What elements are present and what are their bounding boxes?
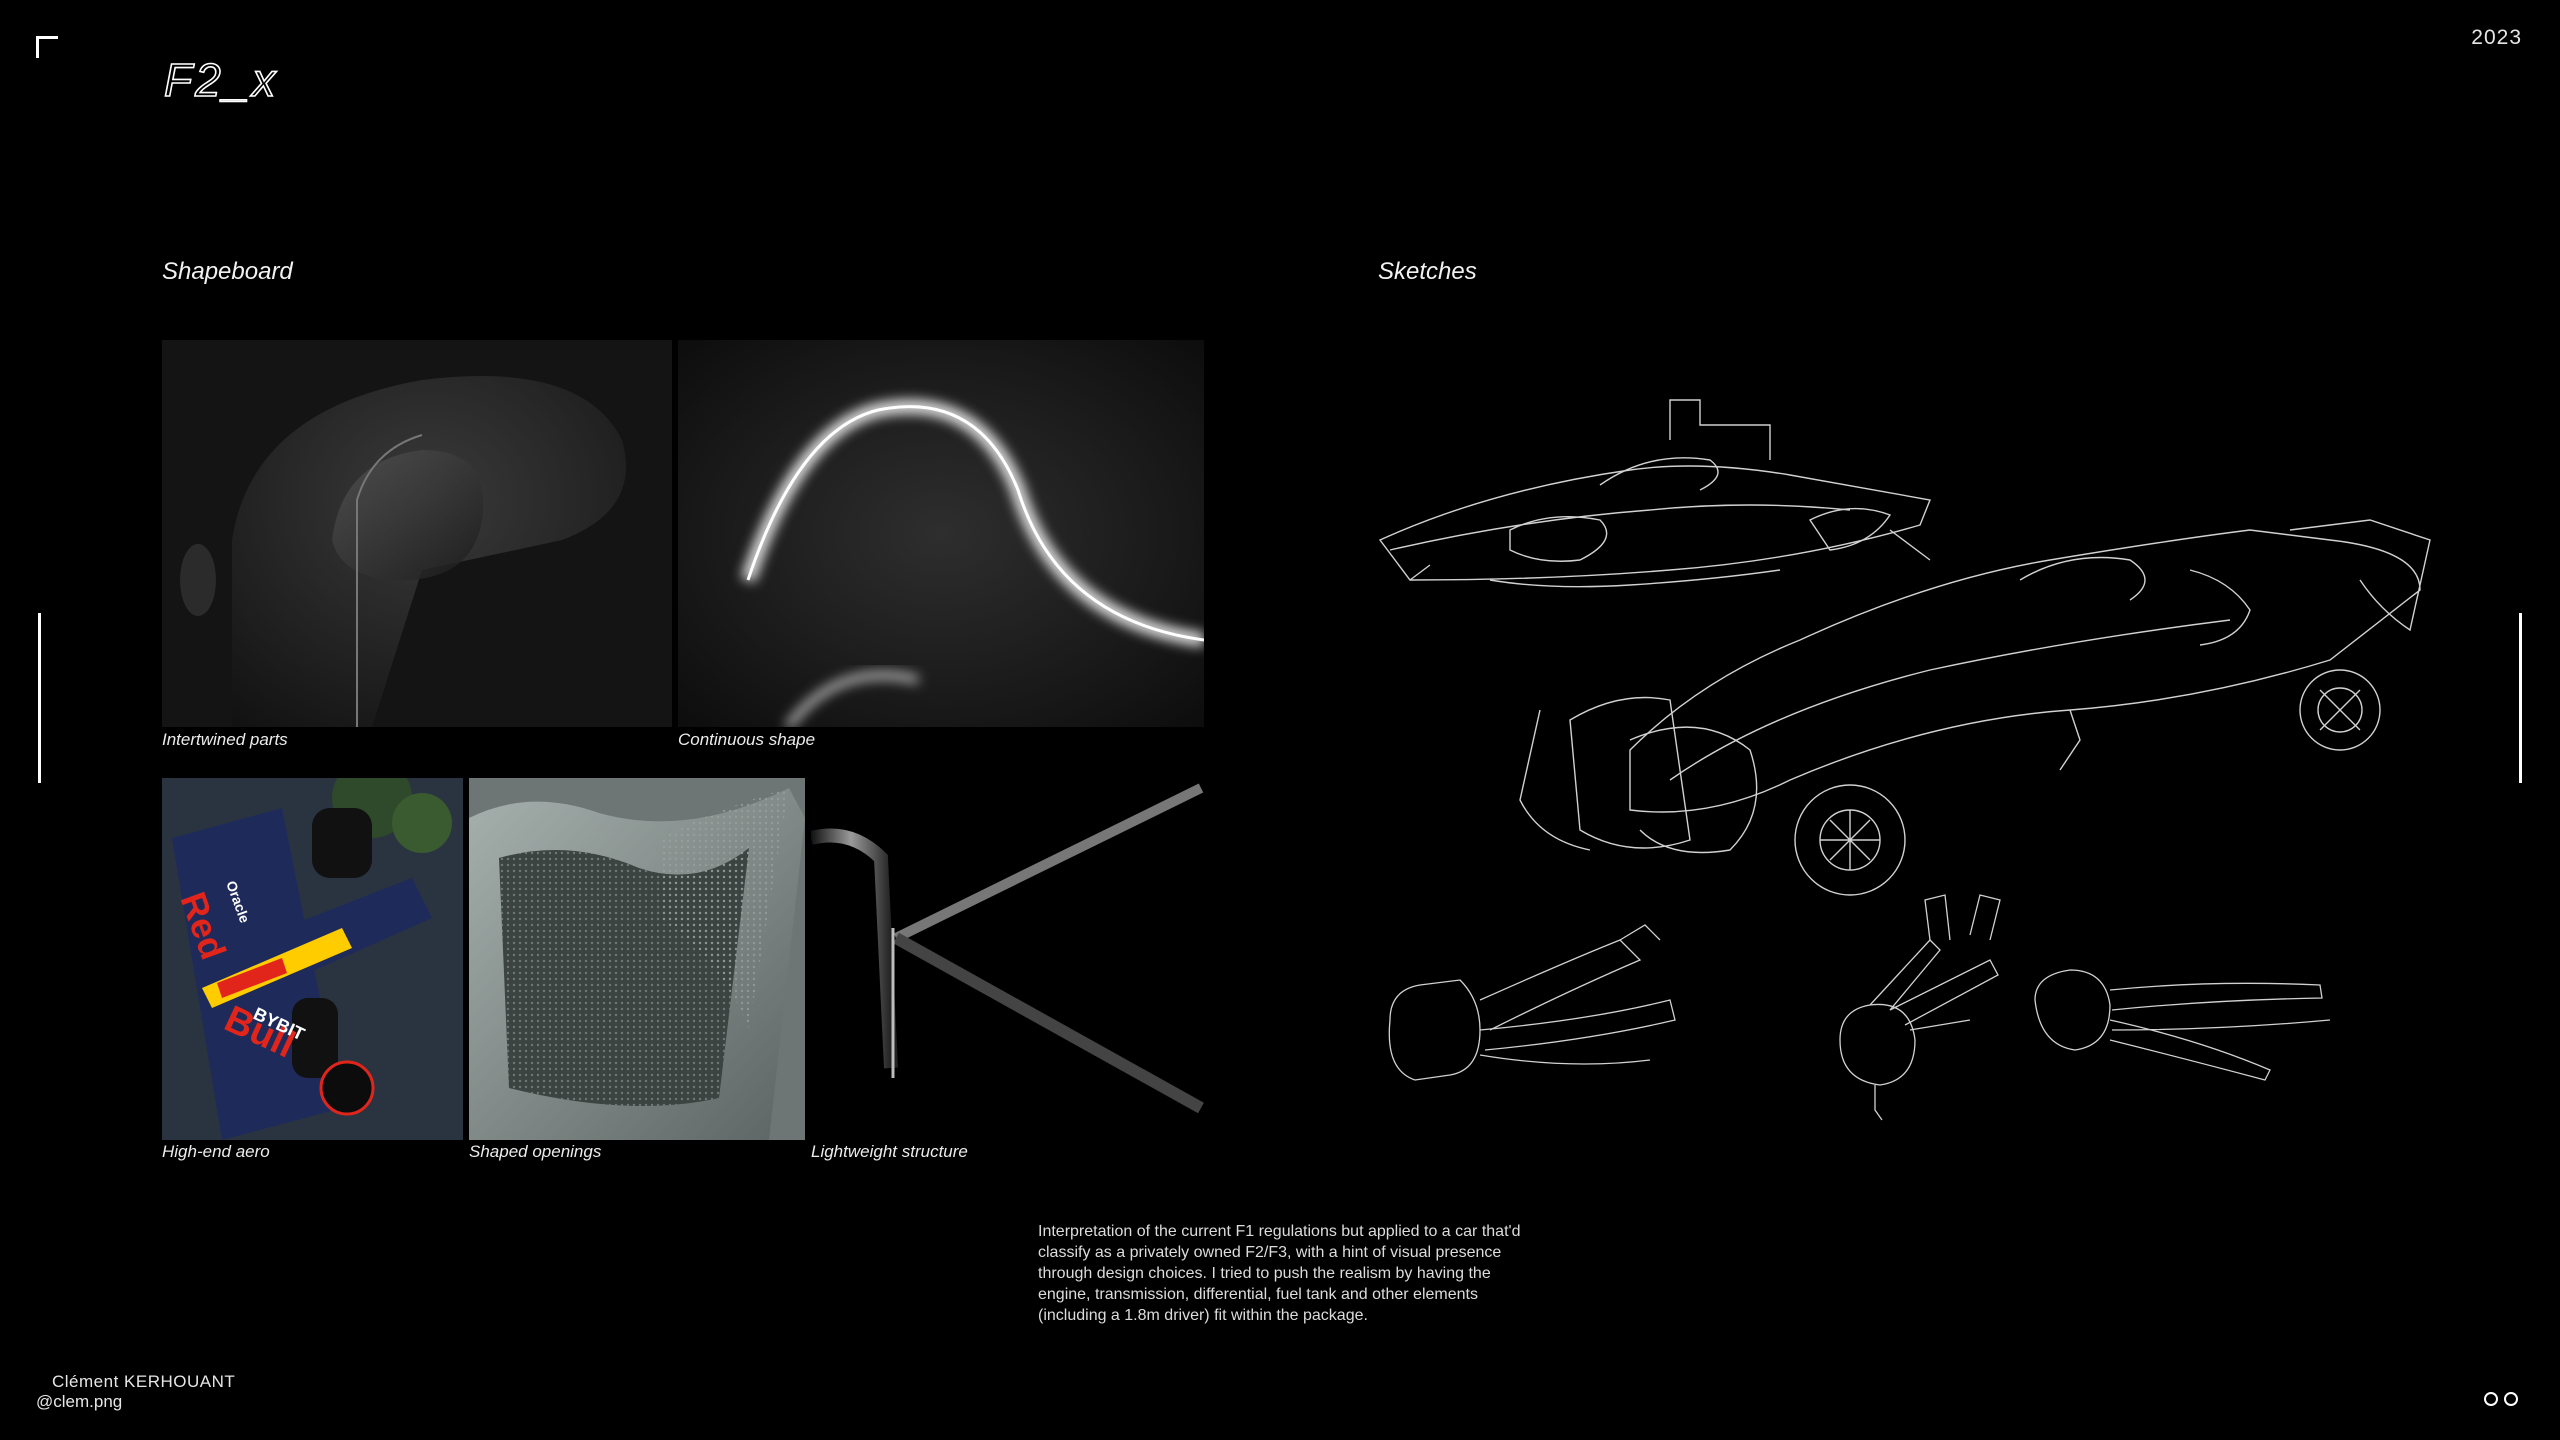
year-label: 2023 <box>2471 26 2522 49</box>
author-handle[interactable]: @clem.png <box>36 1392 123 1411</box>
tile-shaped-openings[interactable] <box>469 778 805 1140</box>
project-description: Interpretation of the current F1 regulat… <box>1038 1223 1521 1324</box>
sketch-engine-left <box>1388 924 1676 1081</box>
logo-svg: F2_x <box>163 53 278 107</box>
author-name: Clément KERHOUANT <box>52 1372 236 1391</box>
caption-structure: Lightweight structure <box>811 1142 968 1161</box>
caption-openings: Shaped openings <box>469 1142 602 1161</box>
page-dot-1[interactable] <box>2484 1392 2498 1406</box>
left-scroll-indicator[interactable] <box>38 613 41 783</box>
sketches-area <box>1370 380 2440 1140</box>
page-indicator <box>2484 1392 2518 1406</box>
tile-lightweight-structure[interactable] <box>811 778 1204 1140</box>
structure-image <box>811 778 1204 1140</box>
shapeboard-title: Shapeboard <box>162 258 293 285</box>
caption-continuous: Continuous shape <box>678 730 816 749</box>
sketch-engine-center <box>1839 894 2001 1121</box>
intertwined-image <box>162 340 672 727</box>
logo-text: F2_x <box>164 54 278 106</box>
openings-image <box>469 778 805 1140</box>
right-scroll-indicator[interactable] <box>2519 613 2522 783</box>
corner-mark <box>36 36 58 58</box>
caption-intertwined: Intertwined parts <box>162 730 288 749</box>
sketch-side-view <box>1378 399 1931 588</box>
page-dot-2[interactable] <box>2504 1392 2518 1406</box>
sketch-three-quarter-view <box>1519 519 2431 896</box>
tile-continuous-shape[interactable] <box>678 340 1204 727</box>
aero-image: Red Bull BYBIT Oracle <box>162 778 463 1140</box>
tile-intertwined-parts[interactable] <box>162 340 672 727</box>
tile-high-end-aero[interactable]: Red Bull BYBIT Oracle <box>162 778 463 1140</box>
sketch-engine-right <box>2034 969 2331 1081</box>
logo: F2_x <box>162 52 322 112</box>
sketches-title: Sketches <box>1378 258 1477 285</box>
author-block: Clément KERHOUANT @clem.png <box>36 1372 235 1412</box>
sketches-illustration <box>1378 399 2431 1121</box>
continuous-image <box>678 340 1204 727</box>
caption-aero: High-end aero <box>162 1142 270 1161</box>
